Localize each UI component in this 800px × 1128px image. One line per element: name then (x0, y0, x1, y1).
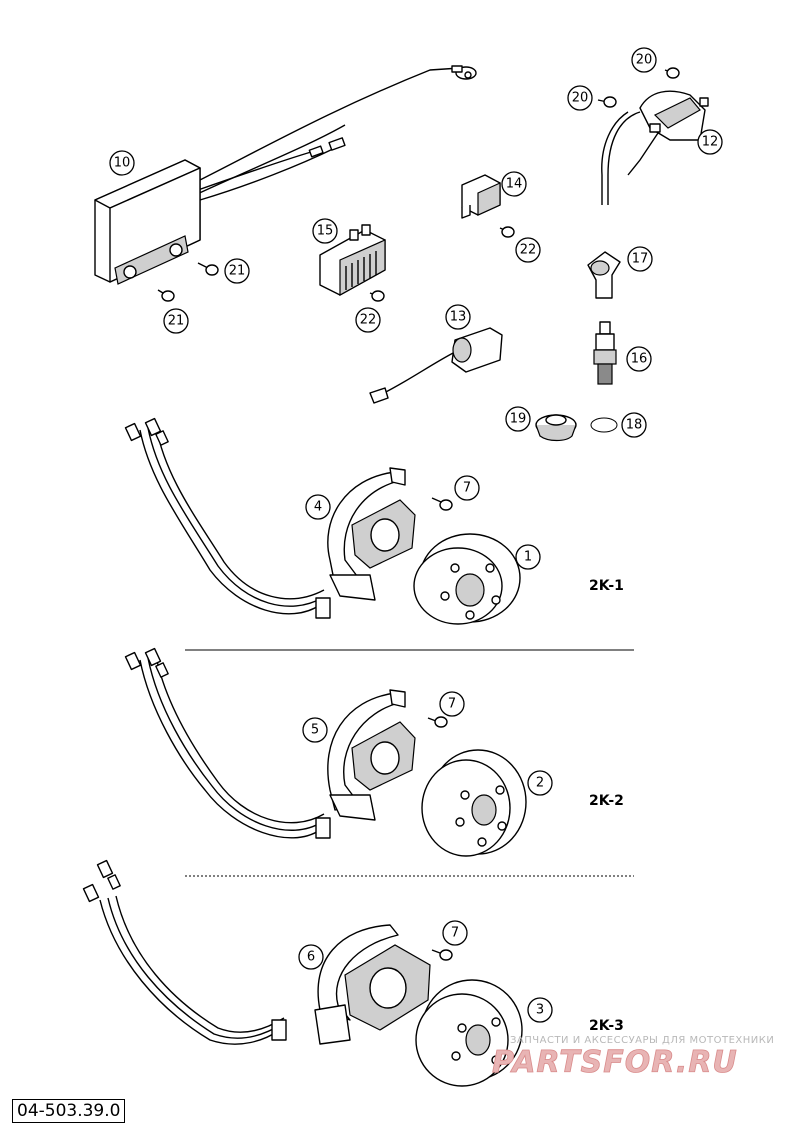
section-label-2k1: 2K-1 (589, 578, 624, 594)
svg-text:7: 7 (448, 697, 456, 712)
callout-4: 4 (305, 494, 331, 520)
svg-text:14: 14 (506, 177, 523, 192)
callout-21-b: 21 (163, 308, 189, 334)
svg-text:18: 18 (626, 418, 643, 433)
group-2k3 (82, 859, 523, 1087)
screw-22-a (369, 290, 385, 302)
callout-22-a: 22 (355, 307, 381, 333)
bracket-14 (461, 174, 501, 219)
group-2k1 (124, 417, 521, 625)
group-2k2 (124, 647, 527, 857)
svg-text:7: 7 (463, 481, 471, 496)
callout-6: 6 (298, 944, 324, 970)
callout-13: 13 (445, 304, 471, 330)
svg-text:19: 19 (510, 412, 527, 427)
svg-text:22: 22 (360, 313, 377, 328)
callout-2: 2 (527, 770, 553, 796)
spark-plug-cap (587, 251, 621, 299)
voltage-regulator (319, 224, 386, 297)
screw-21-a (197, 262, 219, 276)
callout-20-a: 20 (631, 47, 657, 73)
callout-18: 18 (621, 412, 647, 438)
callout-7-c: 7 (442, 920, 468, 946)
callout-16: 16 (626, 346, 652, 372)
svg-text:12: 12 (702, 135, 719, 150)
svg-text:4: 4 (314, 500, 322, 515)
watermark-logo: PARTSFOR.RU (492, 1045, 738, 1080)
svg-text:22: 22 (520, 243, 537, 258)
svg-text:5: 5 (311, 723, 319, 738)
svg-text:2: 2 (536, 776, 544, 791)
screw-21-b (157, 289, 175, 302)
watermark-caption: ЗАПЧАСТИ И АКСЕССУАРЫ ДЛЯ МОТОТЕХНИКИ (510, 1035, 774, 1046)
svg-text:15: 15 (317, 224, 334, 239)
ignition-coil (601, 90, 709, 205)
screw-22-b (499, 226, 515, 238)
cdi-unit (94, 65, 477, 285)
svg-text:16: 16 (631, 352, 648, 367)
callout-17: 17 (627, 246, 653, 272)
svg-text:10: 10 (114, 156, 131, 171)
diagram-code-label: 04-503.39.0 (12, 1099, 126, 1123)
svg-text:17: 17 (632, 252, 649, 267)
screw-20-a (597, 96, 617, 108)
svg-text:13: 13 (450, 310, 467, 325)
callout-21-a: 21 (224, 258, 250, 284)
callout-14: 14 (501, 171, 527, 197)
callout-22-b: 22 (515, 237, 541, 263)
callout-7-a: 7 (454, 475, 480, 501)
svg-text:21: 21 (229, 264, 246, 279)
svg-text:7: 7 (451, 926, 459, 941)
o-ring-18 (590, 417, 618, 433)
svg-text:6: 6 (307, 950, 315, 965)
svg-text:1: 1 (524, 550, 532, 565)
sensor-13 (369, 327, 503, 404)
svg-text:3: 3 (536, 1003, 544, 1018)
callout-12: 12 (697, 129, 723, 155)
section-label-2k2: 2K-2 (589, 793, 624, 809)
spark-plug (593, 321, 617, 385)
screw-20-b (664, 67, 680, 79)
callout-5: 5 (302, 717, 328, 743)
callout-3: 3 (527, 997, 553, 1023)
callout-1: 1 (515, 544, 541, 570)
callout-19: 19 (505, 406, 531, 432)
section-label-2k3: 2K-3 (589, 1018, 624, 1034)
svg-text:20: 20 (572, 91, 589, 106)
svg-text:20: 20 (636, 53, 653, 68)
callout-20-b: 20 (567, 85, 593, 111)
callout-7-b: 7 (439, 691, 465, 717)
seal-19 (535, 414, 577, 442)
callout-10: 10 (109, 150, 135, 176)
callout-15: 15 (312, 218, 338, 244)
svg-text:21: 21 (168, 314, 185, 329)
